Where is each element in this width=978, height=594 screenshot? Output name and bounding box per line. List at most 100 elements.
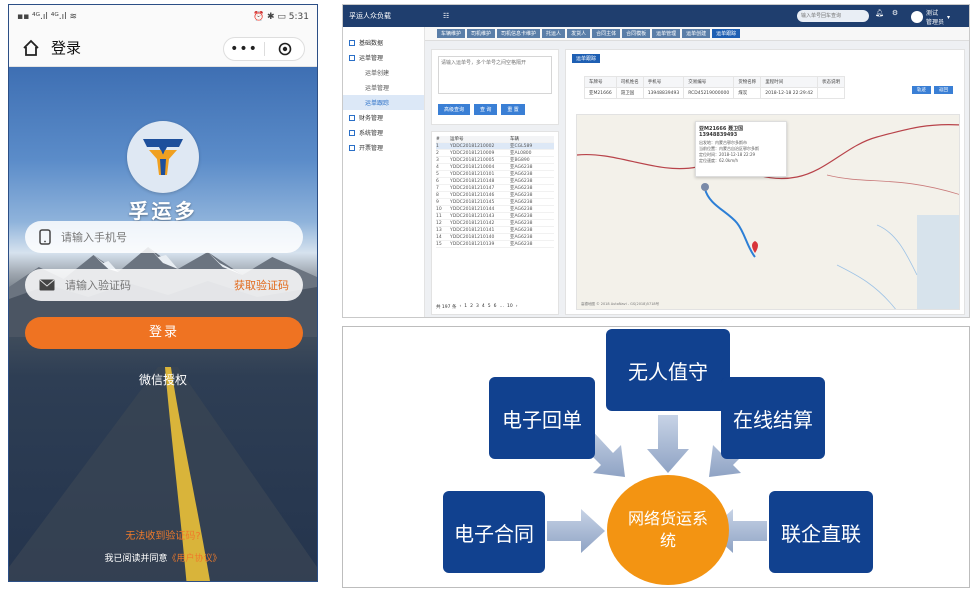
table-cell: YDDC20181210140	[450, 234, 495, 240]
table-cell: 亚AG6238	[510, 228, 533, 233]
login-background: 孚运多 获取验证码 登录 微信授权 无法收到验证码? 我已阅读并同意《用户协议》	[9, 67, 317, 581]
settings-icon[interactable]: ⚙︎	[891, 9, 899, 17]
pagination-item[interactable]: 2	[470, 304, 474, 309]
pagination-item[interactable]: 6	[493, 304, 497, 309]
menu-grid-icon[interactable]: ☷	[443, 12, 450, 20]
info-value-cell: 聂卫国	[615, 87, 644, 99]
sidebar-item-finance[interactable]: 财务管理	[343, 110, 424, 125]
phone-input[interactable]	[61, 230, 221, 244]
pagination-item[interactable]: 4	[481, 304, 485, 309]
table-cell: YDDC20181210147	[450, 185, 495, 191]
table-cell: 15	[436, 241, 442, 247]
advanced-query-button[interactable]: 高级查询	[438, 104, 471, 115]
home-icon[interactable]	[21, 38, 41, 58]
info-value-cell: 13948839493	[642, 87, 685, 99]
info-header-cell: 货物名称	[733, 76, 762, 88]
table-cell: 亚AG6238	[510, 207, 533, 212]
tab-contract-party[interactable]: 合同主体	[592, 29, 621, 38]
sidebar-item-waybill[interactable]: 运单管理	[343, 50, 424, 65]
waybill-search-input[interactable]	[797, 10, 869, 22]
arrow-down	[647, 415, 689, 473]
sidebar-item-invoice[interactable]: 开票管理	[343, 140, 424, 155]
pagination-item[interactable]: …	[499, 304, 505, 309]
tab-waybill-track[interactable]: 运单跟踪	[712, 29, 741, 38]
table-cell: 亚AG6238	[510, 172, 533, 177]
waybill-query-textarea[interactable]	[438, 56, 552, 94]
sidebar-item-waybill-track[interactable]: 运单跟踪	[343, 95, 424, 110]
tab-contract-template[interactable]: 合同模板	[622, 29, 651, 38]
table-cell: 亚AG6238	[510, 221, 533, 226]
table-cell: 14	[436, 234, 442, 240]
target-icon	[278, 42, 291, 56]
detail-tab[interactable]: 运单跟踪	[572, 54, 601, 63]
table-cell: 10	[436, 206, 442, 212]
pagination-item[interactable]: 3	[476, 304, 479, 309]
tab-waybill-create[interactable]: 运单创建	[682, 29, 711, 38]
close-button[interactable]	[265, 42, 304, 56]
sidebar-item-basic-data[interactable]: 基础数据	[343, 35, 424, 50]
pagination-item[interactable]: 5	[487, 304, 491, 309]
table-cell: 亚CGL589	[510, 144, 533, 149]
track-button[interactable]: 轨迹	[912, 86, 931, 94]
table-cell: YDDC20181210142	[450, 220, 495, 226]
table-cell: YDDC20181210139	[450, 241, 495, 247]
node-enterprise-direct: 联企直联	[769, 491, 873, 573]
center-label: 网络货运系统	[627, 509, 708, 550]
tab-driver[interactable]: 司机维护	[467, 29, 496, 38]
pagination-item[interactable]: ›	[515, 304, 518, 309]
tab-shipper[interactable]: 托运人	[542, 29, 566, 38]
no-code-link[interactable]: 无法收到验证码?	[125, 531, 201, 542]
top-icons: 🔔︎ ⚙︎	[875, 9, 898, 17]
square-icon	[349, 129, 355, 136]
sidebar-item-system[interactable]: 系统管理	[343, 125, 424, 140]
map-attribution: 高德地图 © 2018 AutoNavi - GS(2018)5718号	[581, 302, 660, 306]
end-marker-icon[interactable]	[752, 241, 758, 253]
sea-area	[917, 215, 959, 309]
sidebar-item-waybill-create[interactable]: 运单创建	[365, 70, 390, 77]
route-map[interactable]: 亚M21666 聂卫国 13948839493 出发地：内蒙古鄂尔多斯市 当前位…	[576, 114, 960, 310]
start-marker-icon[interactable]	[701, 183, 709, 191]
table-cell: 6	[436, 178, 439, 184]
back-button[interactable]: 返回	[934, 86, 953, 94]
info-value-cell	[817, 87, 846, 99]
more-button[interactable]: •••	[230, 41, 258, 57]
bell-icon[interactable]: 🔔︎	[875, 9, 884, 17]
pagination-item[interactable]: 1	[464, 304, 468, 309]
tab-sender[interactable]: 发货人	[567, 29, 591, 38]
sidebar-item-waybill-manage[interactable]: 运单管理	[365, 85, 390, 92]
pagination-item[interactable]: 10	[507, 304, 513, 309]
tab-waybill-manage[interactable]: 运单管理	[652, 29, 681, 38]
code-input[interactable]	[65, 278, 225, 292]
get-code-link[interactable]: 获取验证码	[234, 279, 289, 292]
location-popup: 亚M21666 聂卫国 13948839493 出发地：内蒙古鄂尔多斯市 当前位…	[695, 121, 787, 177]
table-cell: 1	[436, 143, 439, 149]
reset-button[interactable]: 重 置	[501, 104, 525, 115]
user-agreement-link[interactable]: 《用户协议》	[167, 554, 222, 564]
table-cell: 亚BG890	[510, 158, 530, 163]
wechat-auth-link[interactable]: 微信授权	[138, 373, 187, 387]
tab-vehicle[interactable]: 车辆维护	[437, 29, 466, 38]
user-menu[interactable]: 测试管理员 ▾	[911, 8, 950, 26]
pagination-item[interactable]: ‹	[459, 304, 462, 309]
table-cell: YDDC20181210004	[450, 164, 495, 170]
login-button[interactable]: 登录	[25, 317, 303, 349]
query-button[interactable]: 查 询	[474, 104, 498, 115]
tab-driver-card[interactable]: 司机信息卡维护	[497, 29, 541, 38]
